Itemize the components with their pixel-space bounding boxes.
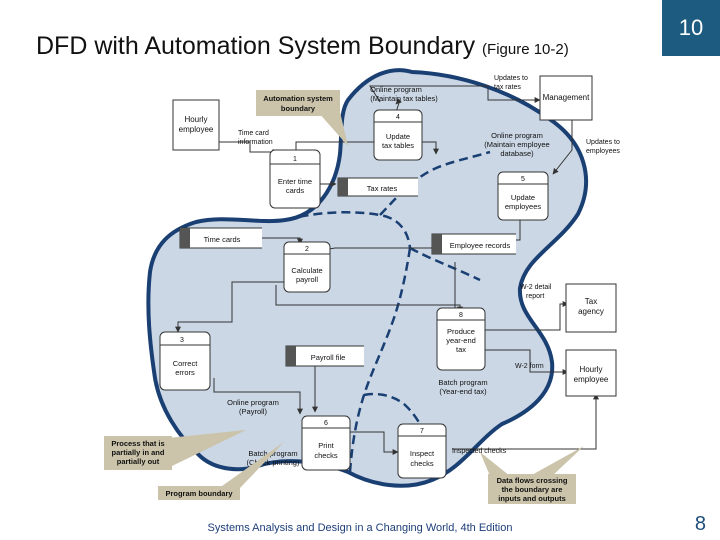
- datastore-tax-rates: Tax rates: [337, 177, 418, 197]
- entity-tax-label-2: agency: [578, 307, 604, 316]
- datastore-payroll-file-label: Payroll file: [311, 353, 346, 362]
- process-1-label-2: cards: [286, 186, 305, 195]
- process-5-update-employees: 5 Update employees: [497, 171, 549, 221]
- callout-automation-label-1: Automation system: [263, 94, 333, 103]
- note-online-payroll-2: (Payroll): [239, 407, 267, 416]
- callout-automation-label-2: boundary: [281, 104, 316, 113]
- datastore-payroll-file: Payroll file: [285, 345, 364, 367]
- flow-label-w2-detail-2: report: [526, 293, 544, 300]
- process-1-label-1: Enter time: [278, 177, 312, 186]
- process-5-number: 5: [521, 176, 525, 183]
- process-2-calculate-payroll: 2 Calculate payroll: [283, 241, 331, 293]
- flow-label-tax-rates-1: Updates to: [494, 75, 528, 82]
- callout-crossing-flows: Data flows crossing the boundary are inp…: [480, 446, 584, 504]
- slide-title-main: DFD with Automation System Boundary: [36, 32, 476, 60]
- process-7-label-1: Inspect: [410, 449, 435, 458]
- note-online-payroll-1: Online program: [227, 398, 279, 407]
- process-7-label-2: checks: [410, 459, 434, 468]
- note-batch-checks-2: (Check printing): [247, 458, 300, 467]
- entity-tax-agency: Tax agency: [565, 283, 617, 333]
- note-online-tax-1: Online program: [370, 85, 422, 94]
- datastore-employee-records-label: Employee records: [450, 241, 511, 250]
- process-6-label-1: Print: [318, 441, 334, 450]
- flow-label-tax-rates-2: tax rates: [494, 84, 521, 91]
- entity-management: Management: [539, 75, 593, 121]
- callout-program-boundary: Program boundary: [158, 442, 284, 500]
- entity-management-label: Management: [543, 93, 590, 102]
- note-online-employee-1: Online program: [491, 131, 543, 140]
- process-3-number: 3: [180, 337, 184, 344]
- process-2-label-1: Calculate: [291, 266, 322, 275]
- entity-hourly-employee-right: Hourly employee: [565, 349, 617, 397]
- process-4-label-2: tax tables: [382, 141, 414, 150]
- entity-hourly-employee-top: Hourly employee: [172, 99, 220, 151]
- process-6-print-checks: 6 Print checks: [301, 415, 351, 471]
- entity-tax-label-1: Tax: [585, 297, 597, 306]
- datastore-employee-records: Employee records: [431, 233, 516, 255]
- flow-label-time-card-1: Time card: [238, 130, 269, 137]
- flow-label-employees-1: Updates to: [586, 139, 620, 146]
- callout-crossing-label-2: the boundary are: [502, 485, 563, 494]
- process-2-label-2: payroll: [296, 275, 318, 284]
- flow-label-inspected-checks: Inspected checks: [452, 448, 507, 455]
- note-batch-yearend-2: (Year-end tax): [439, 387, 487, 396]
- callout-program-boundary-label: Program boundary: [165, 489, 233, 498]
- process-7-number: 7: [420, 428, 424, 435]
- process-2-number: 2: [305, 246, 309, 253]
- datastore-time-cards-label: Time cards: [204, 235, 241, 244]
- entity-hourly-label-1: Hourly: [184, 115, 207, 124]
- process-5-label-1: Update: [511, 193, 535, 202]
- flow-label-w2-detail-1: W-2 detail: [520, 284, 552, 291]
- callout-automation-boundary: Automation system boundary: [256, 90, 348, 146]
- process-1-number: 1: [293, 156, 297, 163]
- entity-hourly-right-label-1: Hourly: [579, 365, 602, 374]
- note-online-employee-3: database): [500, 149, 534, 158]
- note-online-tax-2: (Maintain tax tables): [370, 94, 438, 103]
- callout-partial-label-1: Process that is: [111, 439, 164, 448]
- process-4-number: 4: [396, 114, 400, 121]
- flow-label-time-card-2: information: [238, 139, 273, 146]
- process-8-produce-year-end-tax: 8 Produce year-end tax: [436, 307, 486, 371]
- process-8-label-3: tax: [456, 345, 466, 354]
- entity-hourly-label-2: employee: [179, 125, 214, 134]
- slide-title: DFD with Automation System Boundary (Fig…: [36, 32, 569, 61]
- process-5-label-2: employees: [505, 202, 542, 211]
- process-3-label-2: errors: [175, 368, 195, 377]
- note-batch-yearend-1: Batch program: [438, 378, 487, 387]
- flow-label-w2-form: W-2 form: [515, 363, 544, 370]
- process-4-update-tax-tables: 4 Update tax tables: [373, 109, 423, 161]
- automation-boundary: [146, 68, 588, 488]
- process-3-label-1: Correct: [173, 359, 199, 368]
- note-online-employee-2: (Maintain employee: [484, 140, 549, 149]
- callout-partial-label-2: partially in and: [112, 448, 165, 457]
- process-3-correct-errors: 3 Correct errors: [159, 331, 211, 391]
- datastore-time-cards: Time cards: [179, 227, 262, 249]
- process-8-label-1: Produce: [447, 327, 475, 336]
- datastore-tax-rates-label: Tax rates: [367, 184, 398, 193]
- callout-partial-label-3: partially out: [117, 457, 160, 466]
- slide-footer: Systems Analysis and Design in a Changin…: [207, 522, 513, 534]
- callout-crossing-label-1: Data flows crossing: [497, 476, 568, 485]
- process-6-number: 6: [324, 420, 328, 427]
- process-8-number: 8: [459, 312, 463, 319]
- entity-hourly-right-label-2: employee: [574, 375, 609, 384]
- program-boundaries: [285, 150, 491, 473]
- process-1-enter-time-cards: 1 Enter time cards: [269, 149, 321, 209]
- flow-label-employees-2: employees: [586, 148, 620, 155]
- process-8-label-2: year-end: [446, 336, 476, 345]
- callout-partial-process: Process that is partially in and partial…: [104, 430, 246, 470]
- process-4-label-1: Update: [386, 132, 410, 141]
- process-7-inspect-checks: 7 Inspect checks: [397, 423, 447, 479]
- process-6-label-2: checks: [314, 451, 338, 460]
- chapter-badge: 10: [662, 0, 720, 56]
- callout-crossing-label-3: inputs and outputs: [498, 494, 566, 503]
- page-number: 8: [694, 513, 706, 535]
- slide-title-figure: (Figure 10-2): [482, 41, 569, 58]
